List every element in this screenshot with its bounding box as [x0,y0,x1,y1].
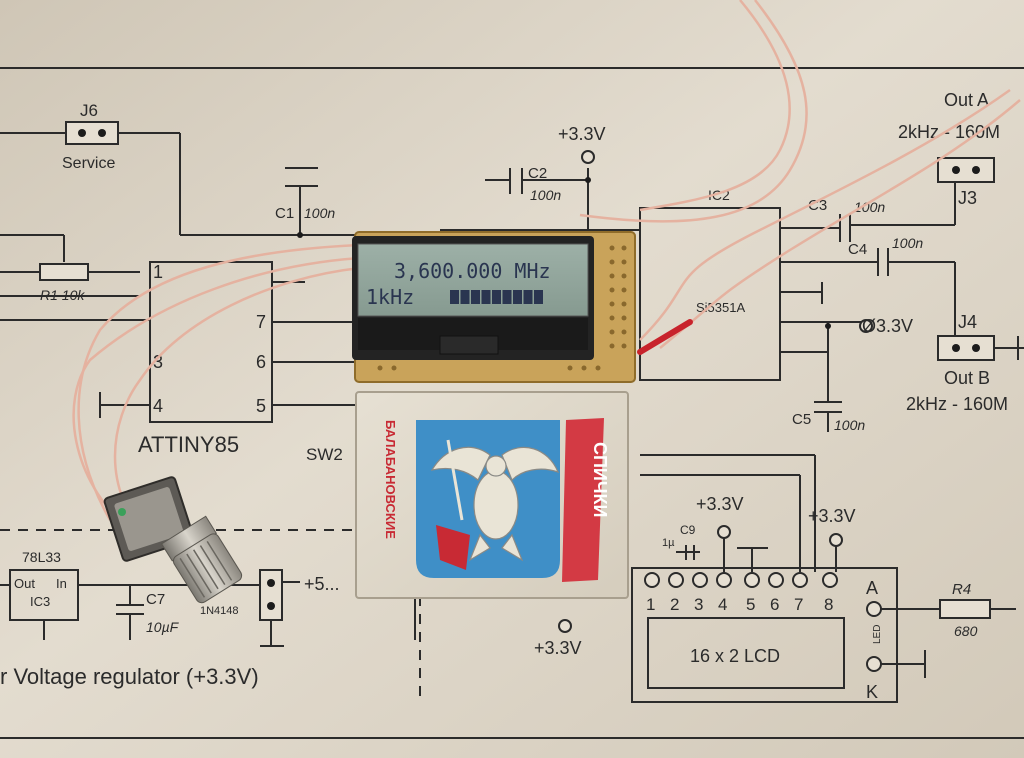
supply-right-label: Ø3.3V [862,316,913,336]
lcd-pin-2: 2 [670,595,679,614]
mcu-pin-5: 5 [256,396,266,416]
lcd-k-label: K [866,682,878,702]
lcd-bar-segment [534,290,543,304]
r4-label: R4 [952,581,971,598]
r4-value: 680 [954,623,978,639]
lcd-pin-7: 7 [794,595,803,614]
eagle-emblem [430,439,560,562]
lcd-bar-segment [502,290,512,304]
c4-label: C4 [848,241,867,258]
r1-label: R1 10k [40,287,85,303]
c1-label: C1 [275,205,294,222]
mcu-pin-6: 6 [256,352,266,372]
lcd-schematic-label: 16 x 2 LCD [690,646,780,666]
mcu-name-label: ATTINY85 [138,432,239,457]
lcd-pin-3: 3 [694,595,703,614]
lcd-bar-segment [523,290,533,304]
mcu-pin-4: 4 [153,396,163,416]
sw2-label: SW2 [306,445,343,464]
c3-value: 100n [854,199,885,215]
lcd-a-label: A [866,578,878,598]
red-wire [637,319,693,355]
matchbox-vertical-text: БАЛАБАНОВСКИЕ [383,420,398,539]
c2-value: 100n [530,187,561,203]
reg-name-label: 78L33 [22,549,61,565]
mcu-pin-1: 1 [153,262,163,282]
c3-label: C3 [808,197,827,214]
supply-top-label: +3.3V [558,124,606,144]
reg-caption: r Voltage regulator (+3.3V) [0,664,259,689]
matchbox-banner-text: СПИЧКИ [590,442,610,517]
ic3-label: IC3 [30,594,50,609]
lcd-supply-label-1: +3.3V [696,494,744,514]
lcd-pin-6: 6 [770,595,779,614]
lcd-pin-circles [558,150,882,672]
c2-label: C2 [528,165,547,182]
lcd-line-1: 3,600.000 MHz [394,259,551,283]
c5-label: C5 [792,411,811,428]
j4-label: J4 [958,312,977,332]
lcd-bar-segment [471,290,480,304]
display-module: 3,600.000 MHz 1kHz [352,231,636,383]
out-b-range: 2kHz - 160M [906,394,1008,414]
lcd-bar-segment [492,290,501,304]
out-a-range: 2kHz - 160M [898,122,1000,142]
c4-value: 100n [892,235,923,251]
supply-bottom-label: +3.3V [534,638,582,658]
jumper-wires [72,0,1021,541]
lcd-pin-8: 8 [824,595,833,614]
out-b-label: Out B [944,368,990,388]
reg-out-label: Out [14,576,35,591]
lcd-line-2-step: 1kHz [366,285,414,309]
diode-label: 1N4148 [200,605,239,617]
c9-value: 1µ [662,537,675,549]
supply-in-label: +5... [304,574,340,594]
lcd-bar-segment [481,290,491,304]
lcd-pin-1: 1 [646,595,655,614]
out-a-label: Out A [944,90,989,110]
reg-in-label: In [56,576,67,591]
lcd-supply-label-2: +3.3V [808,506,856,526]
rotary-encoder [103,476,243,604]
lcd-bar-segment [450,290,459,304]
service-label: Service [62,155,115,172]
j6-label: J6 [80,101,98,120]
mcu-pin-7: 7 [256,312,266,332]
mcu-pin-3: 3 [153,352,163,372]
c5-value: 100n [834,417,865,433]
lcd-level-bar [450,290,543,304]
c7-label: C7 [146,591,165,608]
clock-chip-label: Si5351A [696,300,745,315]
schematic-labels: J6 Service C1 100n R1 10k +3.3V C2 100n … [0,90,1008,702]
lcd-led-label: LED [872,625,883,644]
matchbox: СПИЧКИ БАЛАБАНОВСКИЕ [355,391,629,599]
lcd-bar-segment [513,290,522,304]
c9-label: C9 [680,523,696,537]
lcd-bar-segment [460,290,470,304]
c1-value: 100n [304,205,335,221]
j3-label: J3 [958,188,977,208]
c7-value: 10µF [146,619,180,635]
lcd-pin-5: 5 [746,595,755,614]
header-pins [78,129,980,610]
lcd-pin-4: 4 [718,595,727,614]
